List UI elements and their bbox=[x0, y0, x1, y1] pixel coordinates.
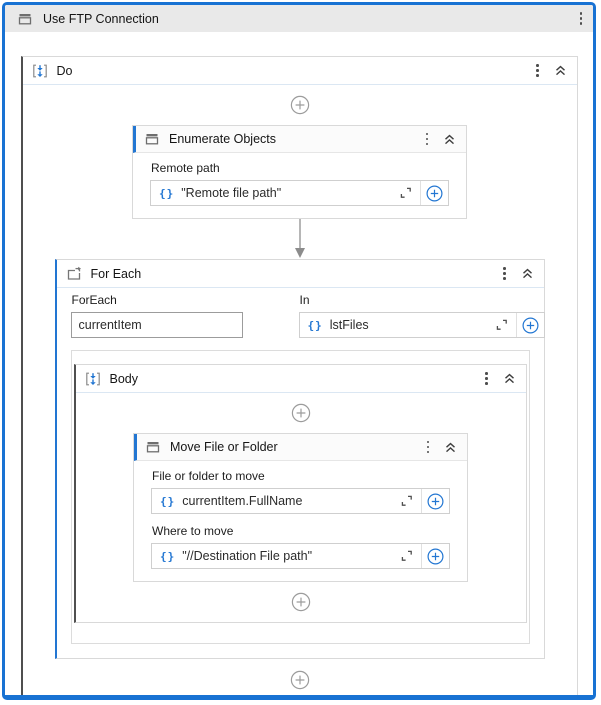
source-label: File or folder to move bbox=[152, 469, 265, 483]
expression-braces-icon: {} bbox=[160, 549, 176, 563]
collapse-icon[interactable] bbox=[554, 64, 567, 77]
body-title: Body bbox=[109, 371, 139, 386]
expand-editor-icon[interactable] bbox=[395, 186, 420, 200]
insert-variable-button[interactable] bbox=[420, 181, 448, 205]
foreach-label: ForEach bbox=[71, 293, 117, 307]
add-activity-button[interactable] bbox=[290, 95, 310, 115]
remote-path-input[interactable] bbox=[181, 186, 395, 200]
enumerate-objects-card[interactable]: Enumerate Objects Remote path bbox=[132, 125, 467, 219]
sequence-icon bbox=[32, 63, 48, 79]
more-options-icon[interactable] bbox=[482, 370, 491, 387]
activity-icon bbox=[145, 439, 161, 455]
destination-label: Where to move bbox=[152, 524, 234, 538]
collapse-icon[interactable] bbox=[444, 441, 457, 454]
expand-editor-icon[interactable] bbox=[396, 549, 421, 563]
for-each-header[interactable]: For Each bbox=[56, 260, 544, 288]
enumerate-objects-header[interactable]: Enumerate Objects bbox=[133, 126, 466, 153]
do-scope: Do bbox=[20, 56, 578, 695]
more-options-icon[interactable] bbox=[424, 439, 433, 456]
for-each-title: For Each bbox=[90, 266, 142, 281]
destination-input[interactable] bbox=[182, 549, 396, 563]
add-activity-button[interactable] bbox=[291, 592, 311, 612]
source-field[interactable]: {} bbox=[151, 488, 450, 514]
more-options-icon[interactable] bbox=[500, 265, 509, 282]
do-scope-header[interactable]: Do bbox=[22, 57, 577, 85]
insert-variable-button[interactable] bbox=[421, 544, 449, 568]
enumerate-objects-title: Enumerate Objects bbox=[169, 132, 276, 146]
source-input[interactable] bbox=[182, 494, 396, 508]
remote-path-label: Remote path bbox=[151, 161, 220, 175]
for-each-body-container: Body bbox=[70, 350, 530, 644]
insert-variable-button[interactable] bbox=[421, 489, 449, 513]
destination-field[interactable]: {} bbox=[151, 543, 450, 569]
expand-editor-icon[interactable] bbox=[396, 494, 421, 508]
more-options-icon[interactable] bbox=[577, 10, 586, 27]
do-scope-title: Do bbox=[56, 63, 73, 78]
foreach-item-input[interactable] bbox=[70, 312, 243, 338]
activity-icon bbox=[17, 11, 33, 27]
activity-title: Use FTP Connection bbox=[43, 11, 159, 26]
designer-canvas: Do bbox=[5, 32, 593, 695]
in-field[interactable]: {} bbox=[298, 312, 545, 338]
expression-braces-icon: {} bbox=[159, 186, 175, 200]
use-ftp-connection-activity: Use FTP Connection Do bbox=[2, 2, 596, 700]
activity-title-bar: Use FTP Connection bbox=[5, 5, 593, 32]
in-label: In bbox=[299, 293, 310, 307]
insert-variable-button[interactable] bbox=[515, 313, 544, 337]
in-collection-input[interactable] bbox=[329, 318, 491, 332]
flow-connector-arrow bbox=[294, 219, 306, 259]
more-options-icon[interactable] bbox=[533, 62, 542, 79]
collapse-icon[interactable] bbox=[521, 267, 534, 280]
collapse-icon[interactable] bbox=[503, 372, 516, 385]
add-activity-button[interactable] bbox=[291, 403, 311, 423]
expression-braces-icon: {} bbox=[307, 318, 323, 332]
sequence-icon bbox=[85, 371, 101, 387]
for-each-scope: For Each ForEach bbox=[54, 259, 545, 659]
move-file-card[interactable]: Move File or Folder bbox=[133, 433, 468, 582]
expression-braces-icon: {} bbox=[160, 494, 176, 508]
collapse-icon[interactable] bbox=[443, 133, 456, 146]
add-activity-button[interactable] bbox=[290, 670, 310, 690]
for-each-loop-icon bbox=[66, 265, 82, 282]
body-scope: Body bbox=[73, 364, 527, 623]
body-header[interactable]: Body bbox=[75, 365, 526, 393]
move-file-title: Move File or Folder bbox=[170, 440, 278, 454]
activity-icon bbox=[144, 131, 160, 147]
remote-path-field[interactable]: {} bbox=[150, 180, 449, 206]
expand-editor-icon[interactable] bbox=[491, 318, 516, 332]
more-options-icon[interactable] bbox=[423, 131, 432, 148]
move-file-header[interactable]: Move File or Folder bbox=[134, 434, 467, 461]
